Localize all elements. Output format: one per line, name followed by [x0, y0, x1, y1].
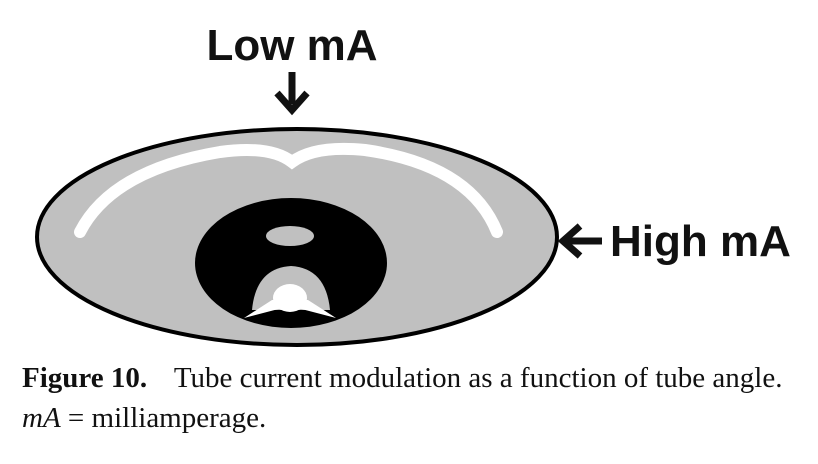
- skin-highlight-arc: [74, 142, 503, 238]
- low-ma-label: Low mA: [206, 21, 377, 70]
- caption-text-1: Tube current modulation as a function of…: [173, 362, 783, 394]
- down-arrow-icon: [274, 72, 310, 116]
- caption-math: mA: [22, 402, 61, 434]
- left-arrow-icon: [557, 223, 602, 259]
- figure-number: Figure 10.: [22, 362, 148, 394]
- high-ma-label: High mA: [610, 217, 791, 266]
- inner-organ: [195, 198, 387, 328]
- figure-caption: Figure 10. Tube current modulation as a …: [22, 358, 812, 438]
- inner-oval: [266, 226, 314, 246]
- cross-section-svg: Low mA High mA: [35, 21, 791, 347]
- vertebra-highlight: [244, 284, 336, 318]
- caption-text-2: = milliamperage.: [67, 402, 267, 434]
